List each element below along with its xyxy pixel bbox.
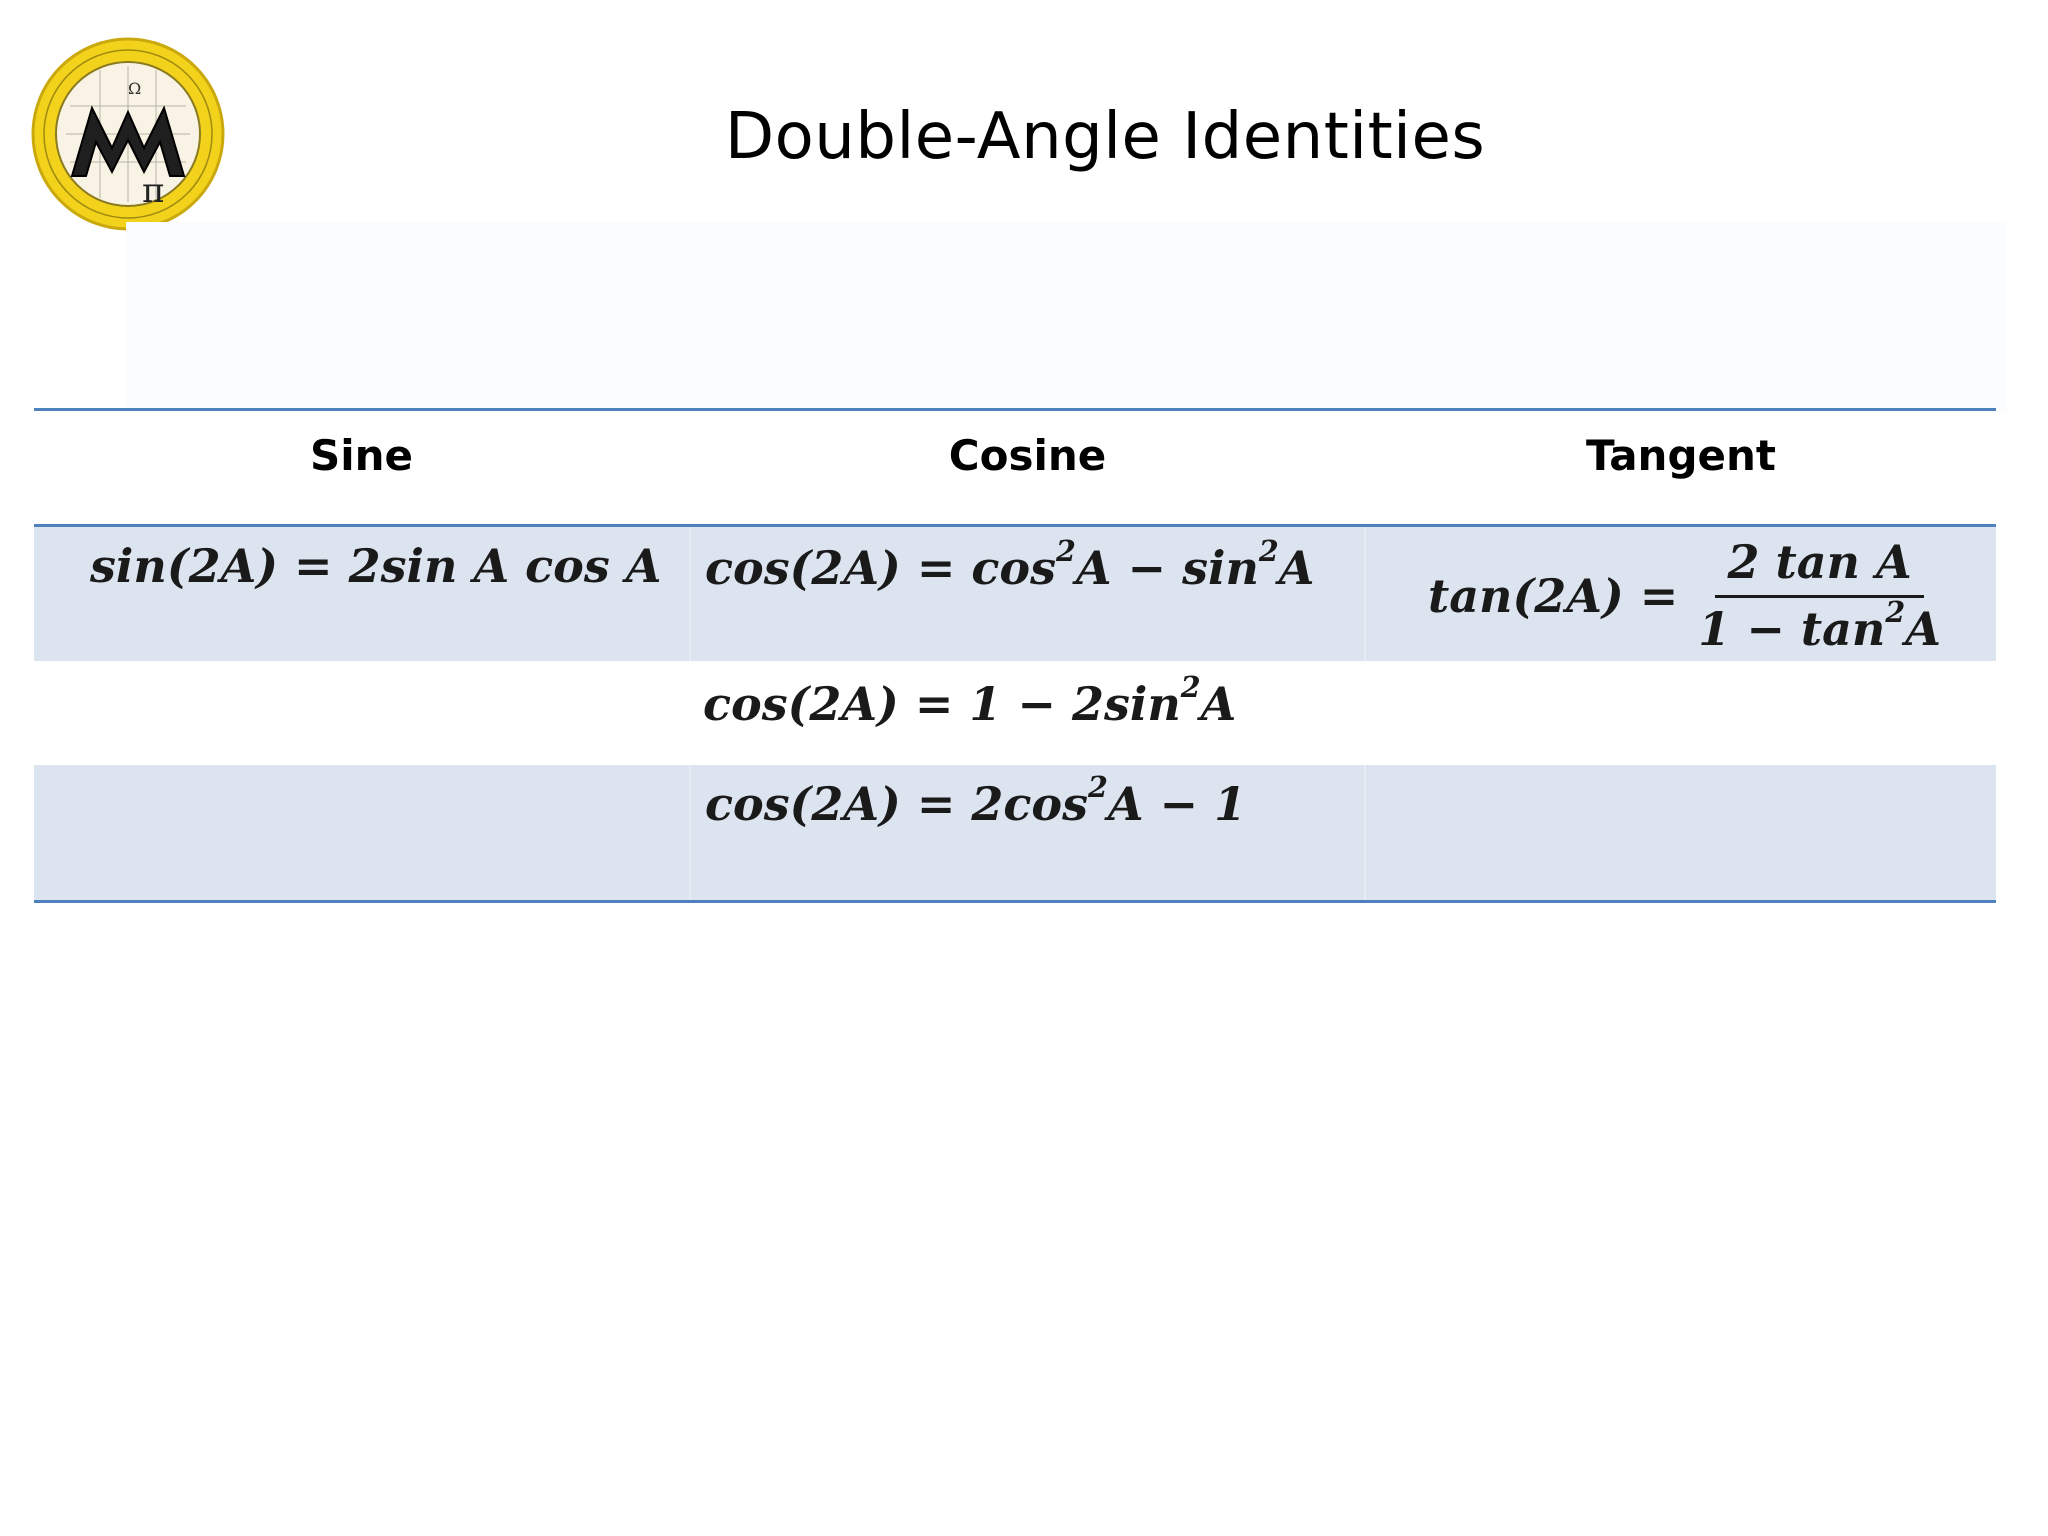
department-logo-icon: π Ω — [31, 37, 225, 231]
header-cosine: Cosine — [948, 431, 1107, 480]
header-cell-cosine: Cosine — [689, 411, 1366, 524]
slide-title: Double-Angle Identities — [724, 100, 1486, 174]
table-row: sin(2A) = 2sin A cos A cos(2A) = cos2A −… — [34, 527, 1996, 661]
svg-text:π: π — [142, 171, 164, 211]
table-header-row: Sine Cosine Tangent — [34, 411, 1996, 527]
table-row: cos(2A) = 2cos2A − 1 — [34, 765, 1996, 900]
cosine-identity-3: cos(2A) = 2cos2A − 1 — [705, 770, 1247, 831]
cosine-cell-3: cos(2A) = 2cos2A − 1 — [689, 765, 1366, 900]
sine-cell-empty — [34, 765, 689, 900]
background-band — [126, 222, 2006, 412]
table-row: cos(2A) = 1 − 2sin2A — [34, 661, 1996, 765]
sine-cell: sin(2A) = 2sin A cos A — [34, 527, 689, 661]
header-sine: Sine — [309, 431, 414, 480]
tangent-denominator: 1 − tan2A — [1698, 595, 1941, 656]
tangent-cell: tan(2A) = 2 tan A 1 − tan2A — [1366, 527, 1996, 661]
cosine-cell-1: cos(2A) = cos2A − sin2A — [689, 527, 1366, 661]
cosine-identity-2: cos(2A) = 1 − 2sin2A — [703, 670, 1237, 731]
sine-cell-empty — [34, 661, 689, 765]
tangent-cell-empty — [1366, 661, 1996, 765]
tangent-cell-empty — [1366, 765, 1996, 900]
header-cell-sine: Sine — [34, 411, 689, 524]
cosine-cell-2: cos(2A) = 1 − 2sin2A — [689, 661, 1366, 765]
tangent-identity: tan(2A) = 2 tan A 1 − tan2A — [1428, 535, 1947, 656]
svg-text:Ω: Ω — [128, 79, 141, 98]
cosine-identity-1: cos(2A) = cos2A − sin2A — [705, 534, 1315, 595]
tangent-fraction: 2 tan A 1 − tan2A — [1692, 535, 1947, 656]
tangent-numerator: 2 tan A — [1715, 535, 1924, 598]
tangent-lhs: tan(2A) = — [1428, 568, 1679, 623]
header-tangent: Tangent — [1585, 431, 1776, 480]
identities-table: Sine Cosine Tangent sin(2A) = 2sin A cos… — [34, 408, 1996, 903]
header-cell-tangent: Tangent — [1366, 411, 1996, 524]
sine-identity: sin(2A) = 2sin A cos A — [90, 539, 662, 593]
